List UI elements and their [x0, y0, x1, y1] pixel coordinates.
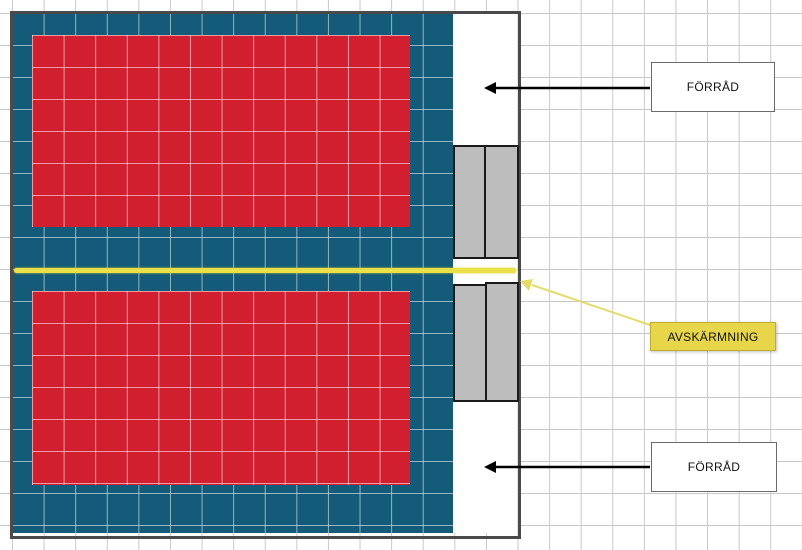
- storage-door-bottom-left: [453, 284, 487, 402]
- screening-divider-line: [14, 268, 516, 273]
- storage-label-bottom: FÖRRÅD: [651, 442, 777, 492]
- storage-door-bottom-right: [485, 282, 519, 402]
- court-half-bottom: [32, 291, 410, 485]
- screening-label: AVSKÄRMNING: [650, 322, 776, 351]
- storage-area-top: [453, 13, 517, 145]
- storage-label-top: FÖRRÅD: [651, 62, 775, 112]
- storage-door-top-right: [484, 145, 519, 259]
- arrowhead-storage-top: [484, 82, 496, 94]
- storage-door-top-left: [453, 145, 486, 259]
- arrowhead-storage-bottom: [484, 461, 496, 473]
- arrow-screening: [531, 284, 651, 326]
- court-half-top: [32, 35, 410, 227]
- arrowhead-screening: [520, 279, 533, 291]
